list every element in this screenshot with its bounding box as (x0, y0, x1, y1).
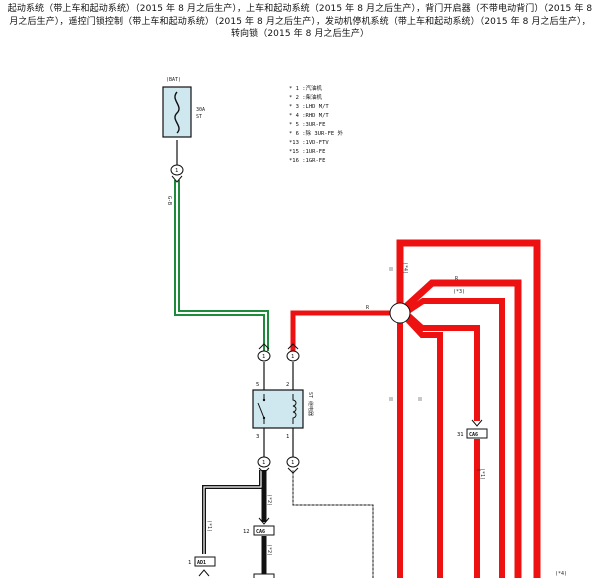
legend-item: * 1 :汽油机 (289, 86, 323, 92)
connector-relay-out-left: 1 (257, 456, 271, 474)
connector-relay-in-left: 1 (257, 343, 271, 362)
option-legend: * 1 :汽油机 * 2 :柴油机 * 3 :LHD M/T * 4 :RHD … (289, 85, 343, 166)
connector-ca6-12: 12 CA6 (243, 517, 275, 536)
ca6-31-pin: 31 (457, 432, 464, 438)
connector-relay-in-right: 1 (286, 343, 300, 362)
fuse-source-label: (BAT) (166, 77, 181, 83)
red-wire-main (290, 310, 393, 355)
ad1-pin: 1 (188, 560, 191, 566)
red-vertical-note: (*4) (402, 262, 408, 274)
red-top-note: (*3) (453, 289, 465, 295)
relay-coil-icon (292, 394, 297, 424)
green-wire-label: G-B (166, 196, 172, 205)
legend-item: * 5 :3UR-FE (289, 122, 326, 128)
fuse-name: ST (196, 114, 202, 120)
black-note-2: (*1) (206, 520, 212, 532)
diagram-header: 起动系统（带上车和起动系统）（2015 年 8 月之后生产），上车和起动系统（2… (0, 3, 600, 41)
fuse-icon (174, 91, 180, 134)
connector-fuse-out: 1 (170, 164, 184, 183)
red-wire-to-ca6 (406, 313, 480, 421)
relay-pin-1: 1 (286, 434, 289, 440)
red-wire-lower-right (405, 317, 443, 578)
splice-point (389, 302, 411, 324)
legend-item: * 6 :除 3UR-FE 外 (289, 131, 344, 137)
connector-ca6-31: 31 CA6 (457, 419, 488, 439)
green-wire (174, 180, 269, 351)
legend-item: *15 :1UR-FE (289, 149, 326, 155)
svg-text:1: 1 (262, 354, 265, 360)
legend-item: *13 :1VD-FTV (289, 140, 329, 146)
wire-color-marks (389, 267, 481, 471)
header-line-2: 月之后生产），遥控门锁控制（带上车和起动系统）（2015 年 8 月之后生产），… (9, 16, 591, 27)
svg-text:1: 1 (262, 460, 265, 466)
svg-text:1: 1 (291, 354, 294, 360)
black-wire-to-ad1 (202, 470, 263, 554)
ca6-31-label: CA6 (469, 432, 478, 438)
relay-pin-3: 3 (256, 434, 259, 440)
black-wires (176, 140, 374, 578)
connector-relay-out-right: 1 (286, 456, 300, 474)
thin-wire-relay-r (292, 470, 374, 578)
connector-bottom-stub (253, 573, 275, 578)
red-wire-harness (290, 239, 541, 578)
connector-ad1: 1 AD1 (188, 556, 216, 577)
red-wire-second-loop (404, 279, 522, 578)
relay-pin-2: 2 (286, 382, 289, 388)
bottom-right-note: (*4) (555, 571, 567, 577)
ca6-12-pin: 12 (243, 529, 250, 535)
legend-item: * 4 :RHD M/T (289, 113, 329, 119)
black-note-1: (*2) (266, 494, 272, 506)
ad1-label: AD1 (197, 560, 206, 566)
ca6-12-label: CA6 (256, 529, 265, 535)
st-relay: 5 2 ST 继电器 3 1 (252, 382, 314, 440)
relay-name: ST 继电器 (307, 392, 314, 416)
red-mid-note: (*1) (479, 468, 485, 480)
black-note-3: (*2) (266, 544, 272, 556)
svg-text:1: 1 (291, 460, 294, 466)
relay-pin-5: 5 (256, 382, 259, 388)
header-line-3: 转向锁（2015 年 8 月之后生产） (230, 29, 370, 39)
header-line-1: 起动系统（带上车和起动系统）（2015 年 8 月之后生产），上车和起动系统（2… (7, 4, 593, 14)
legend-item: * 2 :柴油机 (289, 95, 323, 101)
legend-item: * 3 :LHD M/T (289, 104, 329, 110)
svg-text:1: 1 (175, 168, 178, 174)
legend-item: *16 :1GR-FE (289, 158, 326, 164)
fuse-st: (BAT) 30A ST (162, 77, 205, 138)
fuse-rating: 30A (196, 107, 205, 113)
red-top-label: R (455, 276, 459, 282)
red-main-label: R (366, 305, 370, 311)
red-wire-top-loop (396, 239, 541, 578)
red-wire-third (406, 298, 505, 578)
